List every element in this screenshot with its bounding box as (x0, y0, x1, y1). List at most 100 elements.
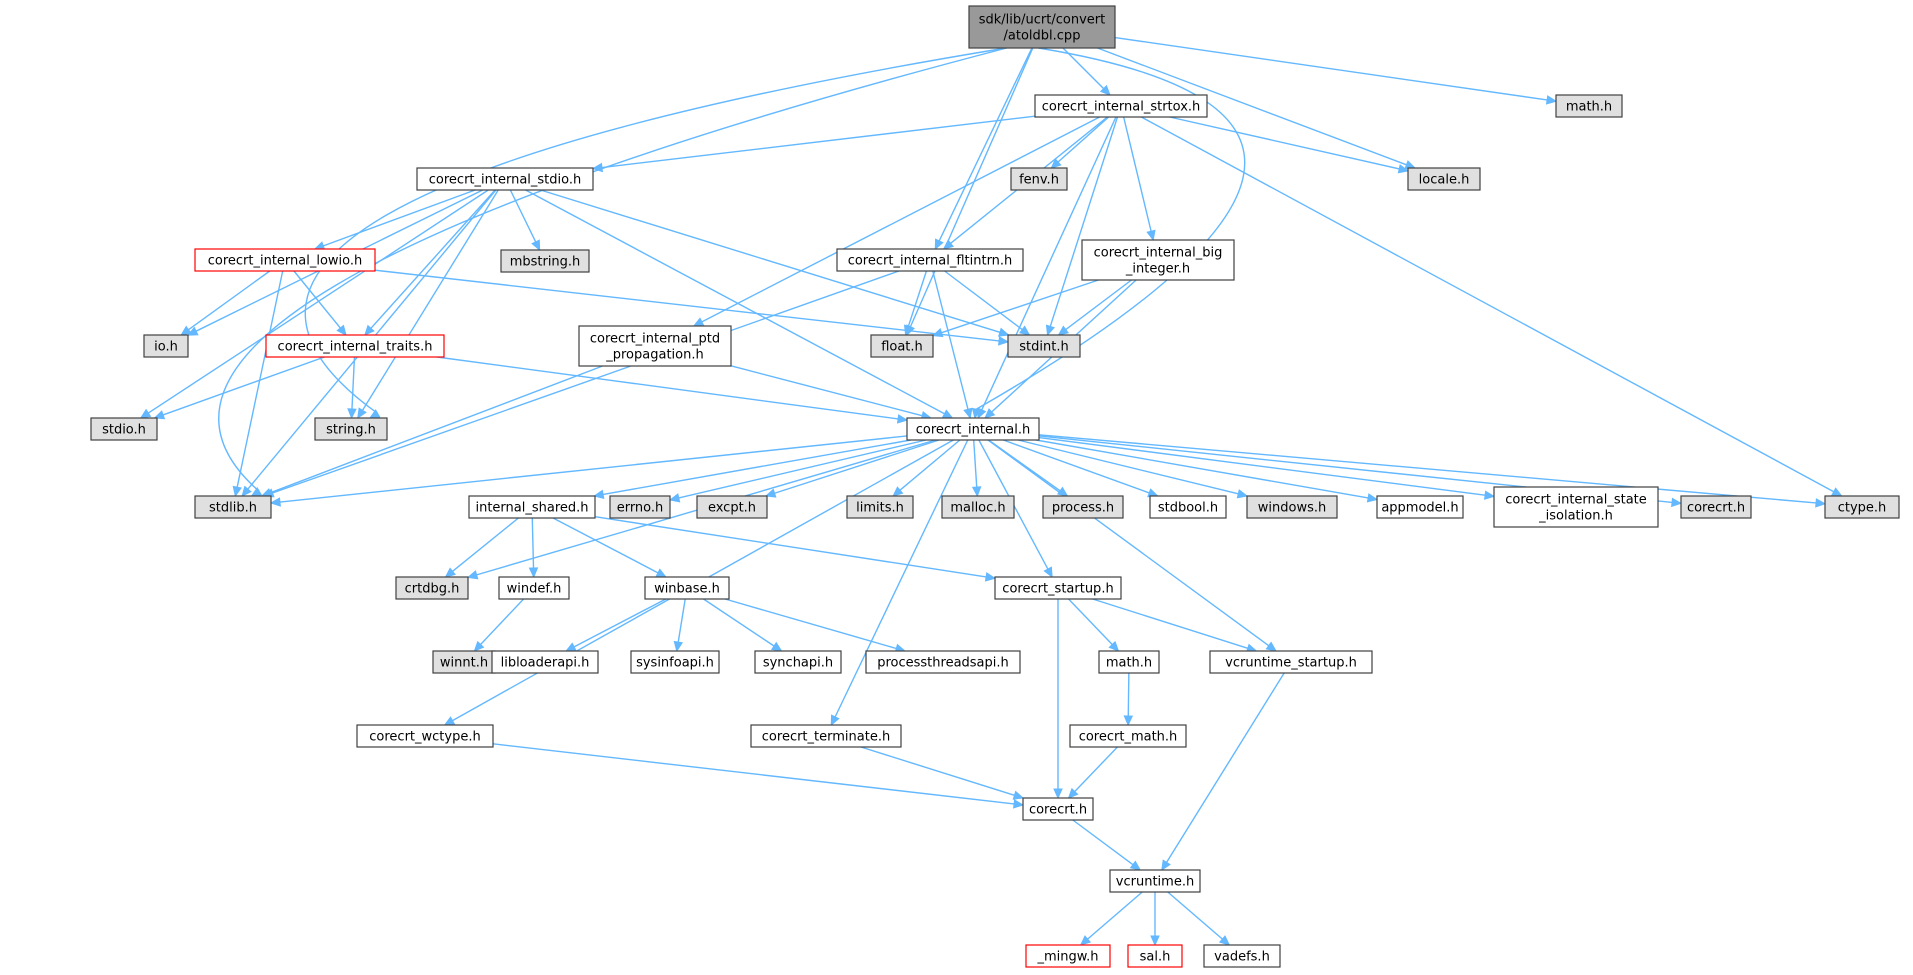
node-sysinfo[interactable]: sysinfoapi.h (630, 650, 720, 674)
node-box (1025, 944, 1111, 968)
node-errno[interactable]: errno.h (609, 495, 671, 519)
node-box (1010, 167, 1068, 191)
node-ptd[interactable]: corecrt_internal_ptd_propagation.h (578, 325, 732, 367)
edge-arrowhead (1161, 859, 1171, 872)
node-wctype[interactable]: corecrt_wctype.h (356, 724, 494, 748)
edge-stdio-int-to-lowio (313, 189, 476, 251)
node-label: corecrt_internal_traits.h (278, 340, 433, 355)
node-stdint[interactable]: stdint.h (1007, 334, 1081, 358)
node-label: corecrt_internal.h (916, 423, 1031, 438)
node-process[interactable]: process.h (1042, 495, 1124, 519)
node-layer: sdk/lib/ucrt/convert/atoldbl.cpp corecrt_… (90, 5, 1900, 968)
edge-internal-to-errno (668, 439, 927, 503)
node-box (846, 495, 914, 519)
node-procthread[interactable]: processthreadsapi.h (865, 650, 1021, 674)
node-winbase[interactable]: winbase.h (644, 576, 730, 600)
node-label: processthreadsapi.h (877, 656, 1009, 671)
node-corecrt[interactable]: corecrt.h (1022, 797, 1094, 821)
node-internal[interactable]: corecrt_internal.h (906, 417, 1040, 441)
node-box (498, 576, 570, 600)
edge-crt-math-to-corecrt (1067, 746, 1118, 799)
edge-line (730, 365, 923, 417)
edge-fltintrn-to-floath (903, 270, 928, 337)
node-box (314, 417, 388, 441)
node-malloc[interactable]: malloc.h (941, 495, 1015, 519)
node-stdbool[interactable]: stdbool.h (1149, 495, 1227, 519)
node-label: mbstring.h (510, 255, 581, 270)
node-mingw[interactable]: _mingw.h (1025, 944, 1111, 968)
node-crt-math[interactable]: corecrt_math.h (1069, 724, 1187, 748)
node-box (1069, 724, 1187, 748)
node-ioh[interactable]: io.h (143, 334, 189, 358)
node-mathh1[interactable]: math.h (1555, 94, 1623, 118)
node-lowio[interactable]: corecrt_internal_lowio.h (194, 248, 376, 272)
node-windowsh[interactable]: windows.h (1246, 495, 1338, 519)
node-vcruntime[interactable]: vcruntime.h (1109, 869, 1201, 893)
node-locale[interactable]: locale.h (1407, 167, 1481, 191)
node-label: winbase.h (654, 582, 720, 597)
edge-arrowhead (1397, 164, 1410, 174)
node-mathh2[interactable]: math.h (1098, 650, 1160, 674)
edge-arrowhead (232, 485, 242, 498)
node-synch[interactable]: synchapi.h (754, 650, 842, 674)
node-corecrt-ext[interactable]: corecrt.h (1680, 495, 1752, 519)
node-label: synchapi.h (763, 656, 833, 671)
edge-line (1017, 439, 1239, 495)
node-fenv[interactable]: fenv.h (1010, 167, 1068, 191)
edge-internal-to-vc-startup (987, 439, 1277, 652)
edge-line (374, 269, 1000, 342)
node-state-iso[interactable]: corecrt_internal_state_isolation.h (1493, 486, 1659, 528)
node-traits[interactable]: corecrt_internal_traits.h (265, 334, 445, 358)
node-limits[interactable]: limits.h (846, 495, 914, 519)
edge-internal-to-terminate (830, 439, 969, 727)
edge-arrowhead (971, 486, 982, 498)
edge-line (236, 270, 284, 488)
node-excpt[interactable]: excpt.h (696, 495, 768, 519)
node-stdio-int[interactable]: corecrt_internal_stdio.h (416, 167, 594, 191)
node-ctype[interactable]: ctype.h (1824, 495, 1900, 519)
node-terminate[interactable]: corecrt_terminate.h (750, 724, 902, 748)
node-stdlib[interactable]: stdlib.h (194, 495, 272, 519)
node-vc-startup[interactable]: vcruntime_startup.h (1209, 650, 1373, 674)
node-vadefs[interactable]: vadefs.h (1203, 944, 1281, 968)
edge-shared-to-startup (594, 516, 997, 582)
node-crtdbg[interactable]: crtdbg.h (395, 576, 469, 600)
edge-winbase-to-procthread (724, 598, 907, 653)
edge-line (361, 189, 499, 411)
node-sal[interactable]: sal.h (1127, 944, 1183, 968)
node-mbstring[interactable]: mbstring.h (500, 249, 590, 273)
node-big-int[interactable]: corecrt_internal_big_integer.h (1081, 239, 1235, 281)
edge-line (701, 116, 1100, 323)
edge-strtox-to-locale (1169, 116, 1410, 174)
edge-arrowhead (592, 489, 605, 500)
node-label: corecrt_internal_strtox.h (1042, 100, 1201, 115)
edge-arrowhead (1050, 158, 1062, 169)
node-windef[interactable]: windef.h (498, 576, 570, 600)
edge-line (293, 270, 341, 329)
node-appmodel[interactable]: appmodel.h (1376, 495, 1464, 519)
edge-arrowhead (1108, 640, 1120, 652)
node-stringh[interactable]: string.h (314, 417, 388, 441)
node-box (630, 650, 720, 674)
node-label: corecrt_internal_ptd (590, 332, 720, 347)
node-stdioh[interactable]: stdio.h (90, 417, 158, 441)
edge-arrowhead (1013, 799, 1025, 809)
node-box (1209, 650, 1373, 674)
node-label: corecrt_wctype.h (369, 730, 480, 745)
edge-line (531, 517, 535, 569)
edge-vc-startup-to-vcruntime (1161, 672, 1285, 872)
node-fltintrn[interactable]: corecrt_internal_fltintrn.h (836, 248, 1024, 272)
node-winnt[interactable]: winnt.h (432, 650, 496, 674)
edge-layer (139, 36, 1843, 947)
node-atoldbl[interactable]: sdk/lib/ucrt/convert/atoldbl.cpp (968, 5, 1116, 49)
node-shared[interactable]: internal_shared.h (468, 495, 596, 519)
edge-line (1003, 439, 1150, 494)
node-label: vadefs.h (1214, 950, 1270, 965)
node-box (1555, 94, 1623, 118)
node-strtox[interactable]: corecrt_internal_strtox.h (1034, 94, 1208, 118)
node-floath[interactable]: float.h (870, 334, 934, 358)
edge-arrowhead (1123, 715, 1134, 727)
node-libloader[interactable]: libloaderapi.h (491, 650, 599, 674)
edge-arrowhead (1218, 935, 1231, 946)
node-startup[interactable]: corecrt_startup.h (994, 576, 1122, 600)
